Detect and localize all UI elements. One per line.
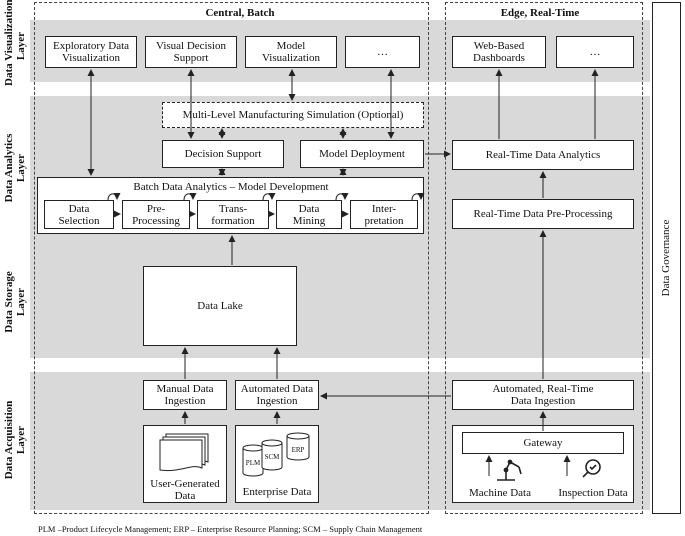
step-data-selection: Data Selection (44, 200, 114, 229)
enterprise-data-label: Enterprise Data (242, 486, 312, 498)
step-interpretation: Inter-pretation (350, 200, 418, 229)
loop-step3 (262, 192, 276, 201)
database-plm-icon (242, 444, 264, 477)
loop-step4 (335, 192, 349, 201)
realtime-analytics-box: Real-Time Data Analytics (452, 140, 634, 170)
robot-arm-icon (497, 459, 522, 481)
more-central-visualization-box: … (345, 36, 420, 68)
document-stack-icon (159, 433, 209, 472)
loop-step2 (183, 192, 197, 201)
central-column-title: Central, Batch (205, 7, 275, 19)
plm-label: PLM (245, 459, 261, 467)
batch-analytics-title: Batch Data Analytics – Model Development (133, 181, 329, 193)
storage-band (30, 224, 650, 358)
scm-label: SCM (264, 453, 280, 461)
footnote: PLM –Product Lifecycle Management; ERP –… (38, 524, 423, 534)
edge-column-title: Edge, Real-Time (500, 7, 580, 19)
erp-label: ERP (291, 446, 305, 454)
realtime-preprocessing-box: Real-Time Data Pre-Processing (452, 199, 634, 229)
edge-column-frame (445, 2, 643, 514)
simulation-box: Multi-Level Manufacturing Simulation (Op… (162, 102, 424, 128)
governance-panel (652, 2, 681, 514)
database-scm-icon (261, 439, 283, 471)
model-deployment-box: Model Deployment (300, 140, 424, 168)
gateway-box: Gateway (462, 432, 624, 454)
decision-support-box: Decision Support (162, 140, 284, 168)
database-erp-icon (286, 432, 310, 461)
inspection-data-label: Inspection Data (558, 487, 628, 499)
step-preprocessing: Pre-Processing (122, 200, 190, 229)
machine-data-label: Machine Data (469, 487, 531, 499)
inspection-magnifier-icon (582, 459, 601, 478)
loop-step5 (411, 192, 425, 201)
step-transformation: Trans-formation (197, 200, 269, 229)
central-column-frame (34, 2, 429, 514)
loop-step1 (107, 192, 121, 201)
more-edge-visualization-box: … (556, 36, 634, 68)
data-lake-box: Data Lake (143, 266, 297, 346)
